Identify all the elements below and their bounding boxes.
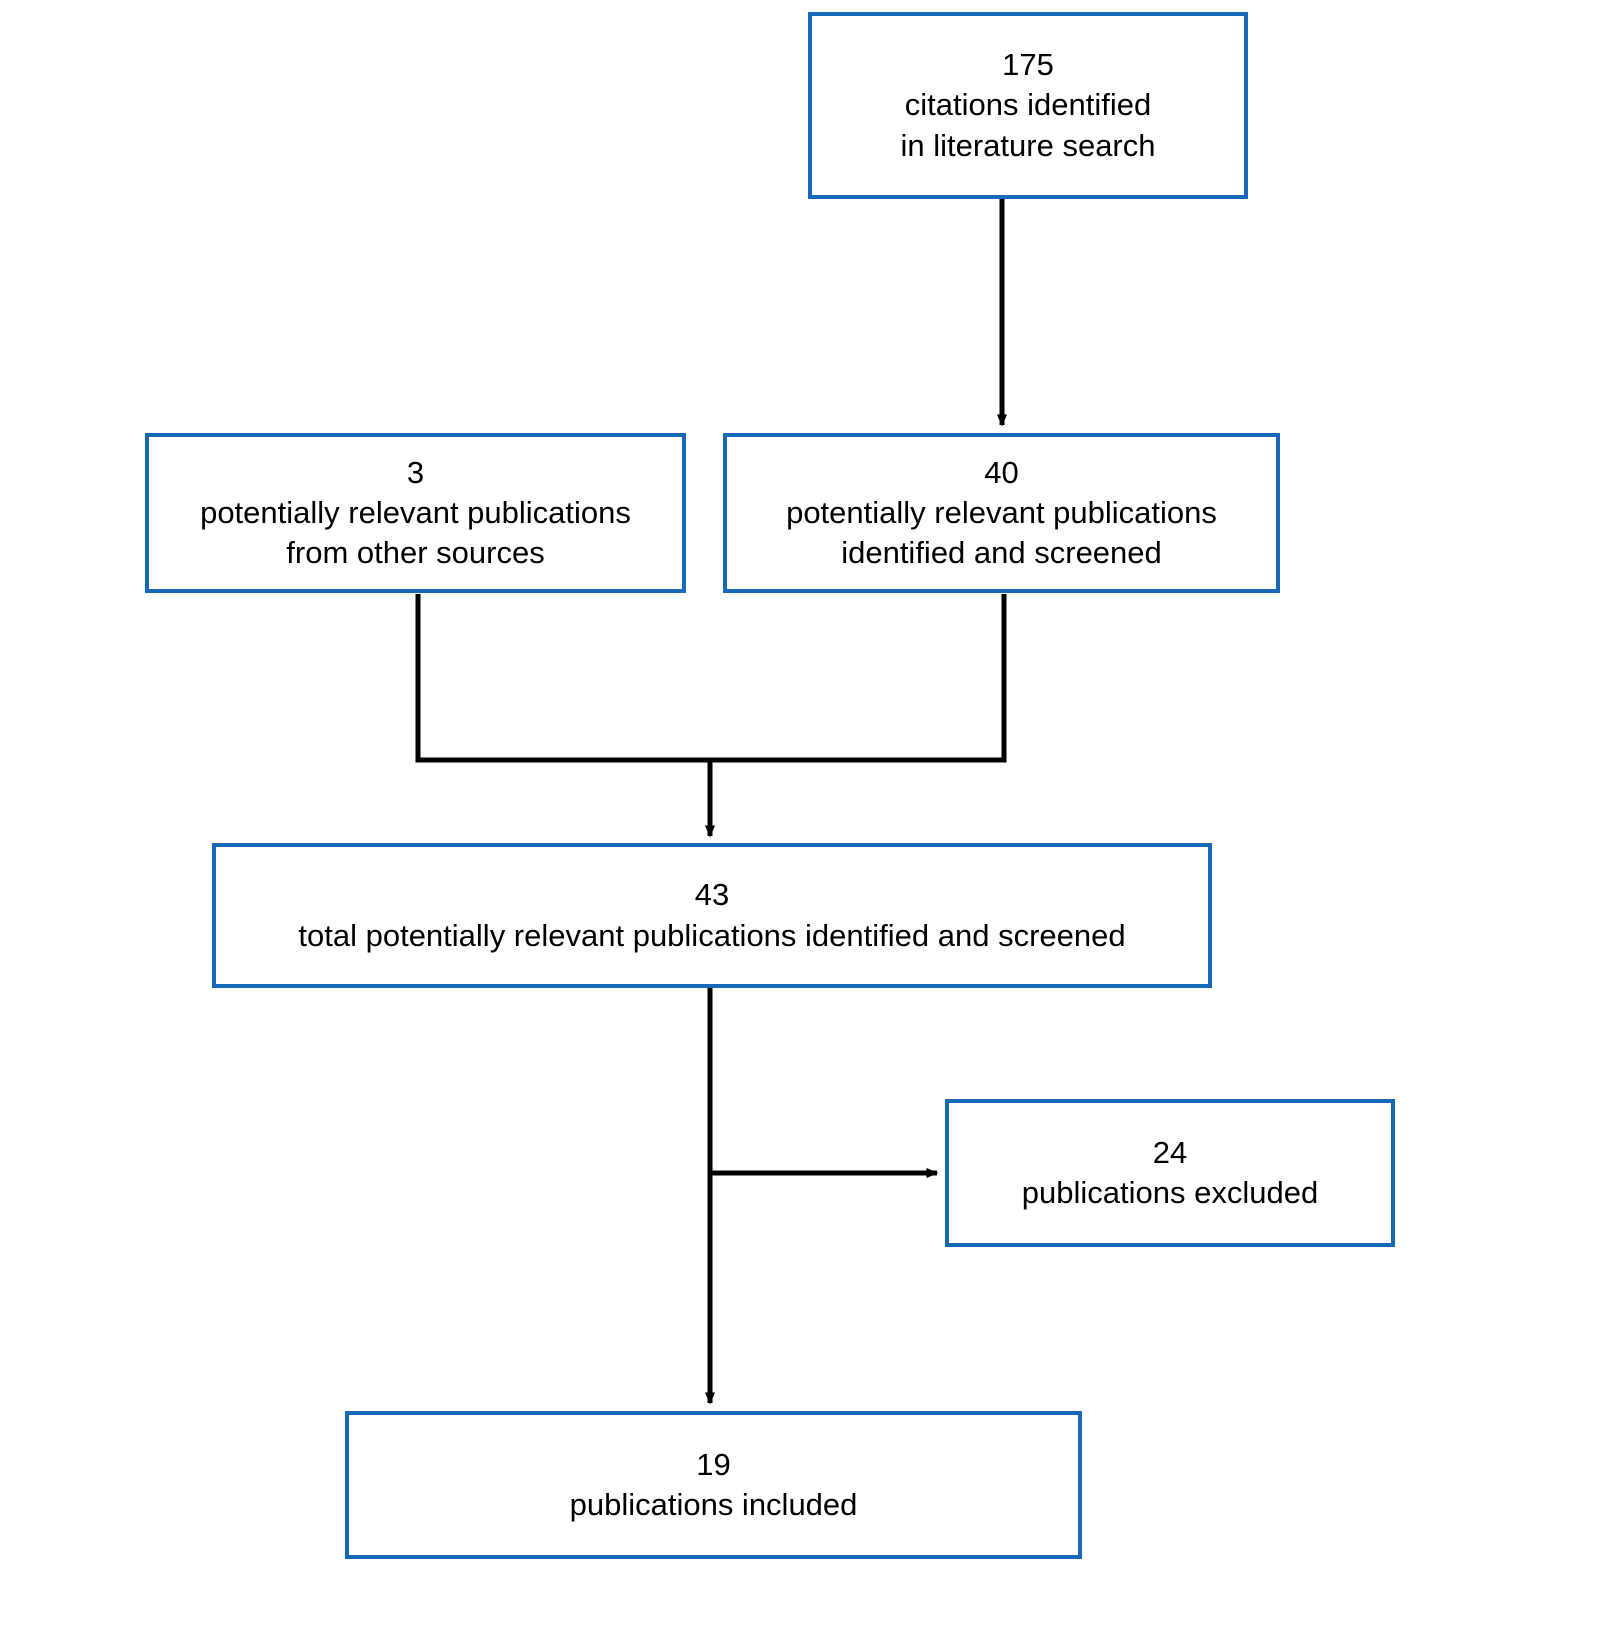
node-label-line-1: potentially relevant publications (200, 494, 631, 530)
node-label-line-1: potentially relevant publications (786, 494, 1217, 530)
node-count: 175 (1002, 47, 1054, 83)
edge-screened-to-junction (710, 594, 1007, 763)
node-count: 19 (696, 1446, 731, 1482)
node-other-sources[interactable]: 3 potentially relevant publications from… (145, 433, 686, 593)
node-label-line-2: identified and screened (841, 535, 1162, 571)
node-label-line-2: in literature search (900, 127, 1156, 163)
node-identified-and-screened[interactable]: 40 potentially relevant publications ide… (723, 433, 1280, 593)
node-label-line-1: publications included (569, 1487, 858, 1522)
node-label-line-2: from other sources (286, 535, 545, 571)
node-count: 40 (984, 454, 1019, 490)
node-label-line-1: total potentially relevant publications … (298, 917, 1126, 953)
node-count: 43 (694, 877, 730, 913)
node-count: 24 (1152, 1134, 1188, 1170)
node-citations-identified[interactable]: 175 citations identified in literature s… (808, 12, 1248, 199)
edge-other-to-junction (415, 594, 710, 763)
node-publications-included[interactable]: 19 publications included (345, 1411, 1082, 1559)
node-label-line-1: publications excluded (1021, 1175, 1319, 1210)
node-label-line-1: citations identified (904, 87, 1152, 123)
node-count: 3 (406, 454, 425, 490)
node-publications-excluded[interactable]: 24 publications excluded (945, 1099, 1395, 1247)
node-total-screened[interactable]: 43 total potentially relevant publicatio… (212, 843, 1212, 988)
